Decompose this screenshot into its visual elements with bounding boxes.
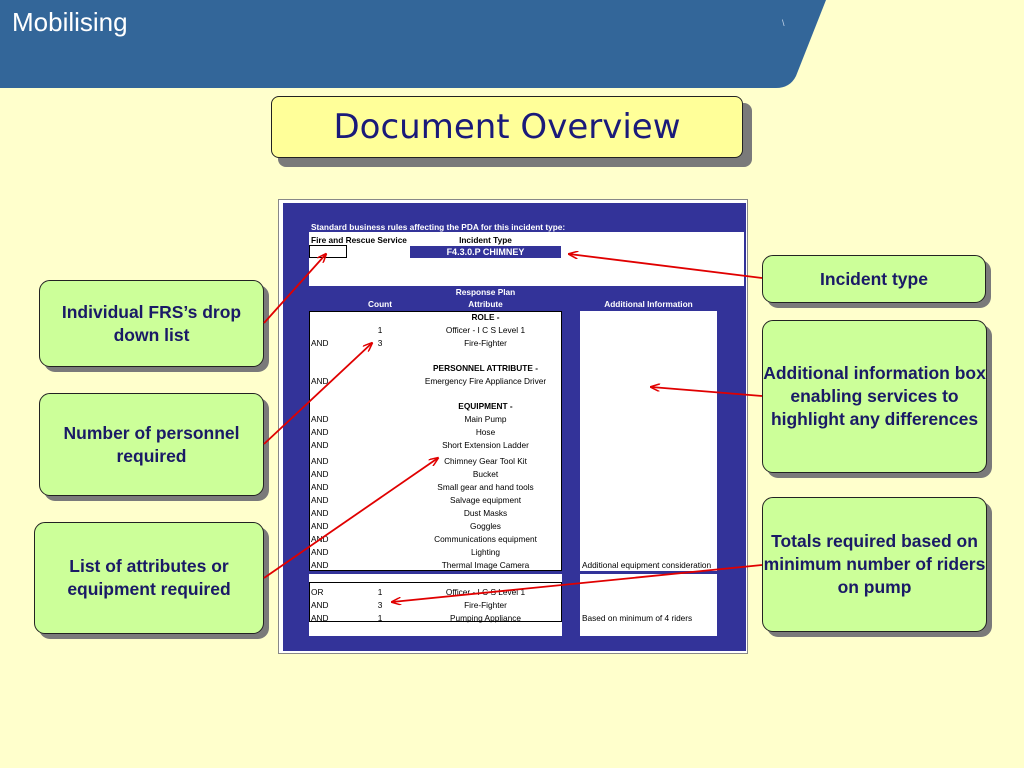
- header-band: [0, 0, 826, 88]
- row-section-heading: PERSONNEL ATTRIBUTE -: [433, 363, 538, 373]
- row-attribute: Lighting: [470, 547, 501, 557]
- row-operator: AND: [311, 469, 329, 479]
- row-additional-info: Based on minimum of 4 riders: [582, 613, 693, 623]
- row-operator: AND: [311, 414, 329, 424]
- count-column-header: Count: [368, 299, 392, 309]
- row-operator: AND: [311, 534, 329, 544]
- row-count: 1: [377, 587, 383, 597]
- callout-incident-text: Incident type: [820, 268, 928, 289]
- row-attribute: Thermal Image Camera: [441, 560, 530, 570]
- row-operator: AND: [311, 560, 329, 570]
- row-section-heading: EQUIPMENT -: [458, 401, 513, 411]
- slide-title: Document Overview: [333, 107, 681, 147]
- row-count: 3: [377, 338, 383, 348]
- row-operator: AND: [311, 613, 329, 623]
- row-operator: AND: [311, 600, 329, 610]
- incident-type-label: Incident Type: [459, 235, 512, 245]
- slide-title-box: Document Overview: [271, 96, 743, 158]
- row-operator: AND: [311, 547, 329, 557]
- callout-totals: Totals required based on minimum number …: [762, 497, 987, 632]
- row-attribute: Small gear and hand tools: [437, 482, 534, 492]
- response-plan-label: Response Plan: [455, 287, 516, 297]
- row-attribute: Salvage equipment: [449, 495, 522, 505]
- callout-additional-text: Additional information box enabling serv…: [763, 363, 986, 429]
- row-attribute: Fire-Fighter: [464, 600, 507, 610]
- callout-incident-type: Incident type: [762, 255, 986, 303]
- callout-totals-text: Totals required based on minimum number …: [763, 531, 986, 597]
- row-additional-info: Additional equipment consideration: [582, 560, 712, 570]
- row-attribute: Main Pump: [464, 414, 507, 424]
- row-count: 1: [377, 325, 383, 335]
- callout-frs-text: Individual FRS’s drop down list: [61, 301, 242, 345]
- row-attribute: Chimney Gear Tool Kit: [444, 456, 527, 466]
- callout-attributes: List of attributes or equipment required: [34, 522, 264, 634]
- row-operator: AND: [311, 508, 329, 518]
- row-operator: AND: [311, 338, 329, 348]
- callout-attributes-text: List of attributes or equipment required: [67, 556, 231, 599]
- callout-additional-info: Additional information box enabling serv…: [762, 320, 987, 473]
- row-attribute: Officer - I C S Level 1: [445, 587, 526, 597]
- header-mark: \: [782, 18, 785, 28]
- frs-label: Fire and Rescue Service: [311, 235, 407, 245]
- row-operator: AND: [311, 376, 329, 386]
- row-count: 3: [377, 600, 383, 610]
- row-attribute: Officer - I C S Level 1: [445, 325, 526, 335]
- row-attribute: Goggles: [470, 521, 501, 531]
- form-heading: Standard business rules affecting the PD…: [311, 222, 566, 232]
- row-attribute: Dust Masks: [463, 508, 508, 518]
- row-attribute: Fire-Fighter: [464, 338, 507, 348]
- frs-dropdown[interactable]: [309, 245, 347, 258]
- header-title: Mobilising: [12, 7, 128, 37]
- row-attribute: Short Extension Ladder: [442, 440, 529, 450]
- row-operator: AND: [311, 482, 329, 492]
- row-attribute: Hose: [475, 427, 496, 437]
- callout-personnel-text: Number of personnel required: [63, 422, 240, 466]
- row-section-heading: ROLE -: [471, 312, 500, 322]
- row-operator: OR: [311, 587, 324, 597]
- additional-info-box[interactable]: [580, 311, 717, 571]
- totals-additional-box: [580, 574, 717, 636]
- row-attribute: Pumping Appliance: [449, 613, 522, 623]
- attribute-column-header: Attribute: [468, 299, 503, 309]
- incident-type-value: F4.3.0.P CHIMNEY: [410, 246, 561, 258]
- row-operator: AND: [311, 456, 329, 466]
- row-attribute: Communications equipment: [434, 534, 537, 544]
- row-operator: AND: [311, 521, 329, 531]
- row-attribute: Bucket: [472, 469, 499, 479]
- callout-personnel: Number of personnel required: [39, 393, 264, 496]
- row-operator: AND: [311, 440, 329, 450]
- row-operator: AND: [311, 427, 329, 437]
- row-count: 1: [377, 613, 383, 623]
- row-attribute: Emergency Fire Appliance Driver: [424, 376, 547, 386]
- row-operator: AND: [311, 495, 329, 505]
- additional-column-header: Additional Information: [604, 299, 693, 309]
- callout-frs-dropdown: Individual FRS’s drop down list: [39, 280, 264, 367]
